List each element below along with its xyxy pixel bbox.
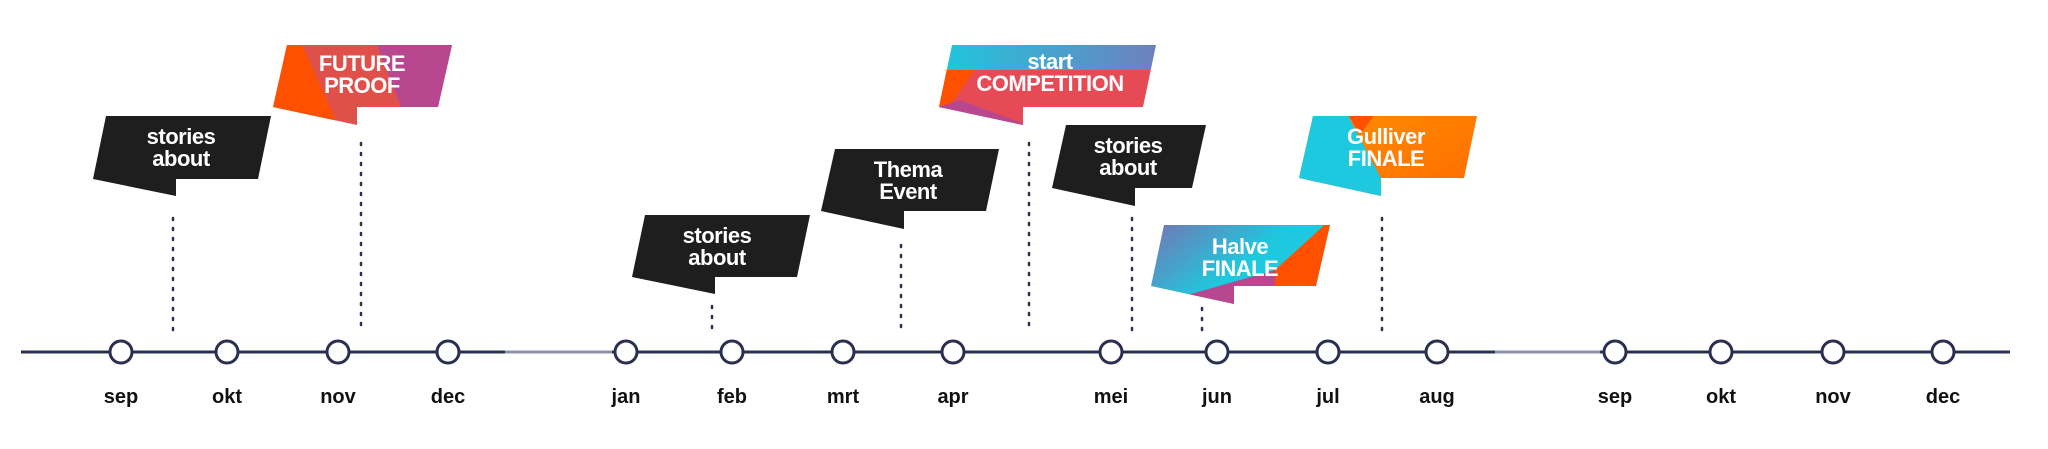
month-node: [1602, 339, 1628, 365]
month-label: jun: [1201, 386, 1232, 408]
month-node: [1315, 339, 1341, 365]
month-node: [1930, 339, 1956, 365]
month-label: dec: [431, 386, 465, 408]
flag-line2: about: [1099, 155, 1158, 180]
month-node: [1204, 339, 1230, 365]
month-node: [1708, 339, 1734, 365]
month-node: [1098, 339, 1124, 365]
flag-line1: start: [1027, 49, 1073, 74]
flag-line1: Halve: [1212, 234, 1268, 259]
month-node: [719, 339, 745, 365]
month-node: [325, 339, 351, 365]
flag-line1: stories: [1094, 133, 1163, 158]
month-node: [435, 339, 461, 365]
flag-line2: about: [152, 146, 211, 171]
month-label: nov: [320, 386, 356, 408]
month-node: [940, 339, 966, 365]
flag-line2: COMPETITION: [976, 71, 1123, 96]
month-label: aug: [1419, 386, 1455, 408]
month-node: [1820, 339, 1846, 365]
flag-line2: PROOF: [324, 73, 400, 98]
flag-line2: about: [688, 245, 747, 270]
month-node: [1424, 339, 1450, 365]
month-label: okt: [1706, 386, 1736, 408]
month-label: jan: [611, 386, 641, 408]
flag-line1: stories: [147, 124, 216, 149]
month-label: okt: [212, 386, 242, 408]
month-label: feb: [717, 386, 747, 408]
month-label: mrt: [827, 386, 860, 408]
month-label: dec: [1926, 386, 1960, 408]
month-label: sep: [104, 386, 138, 408]
month-label: jul: [1315, 386, 1339, 408]
month-node: [830, 339, 856, 365]
month-node: [613, 339, 639, 365]
flag-line2: FINALE: [1348, 146, 1424, 171]
month-label: nov: [1815, 386, 1851, 408]
flag-line2: Event: [879, 179, 938, 204]
month-label: apr: [937, 386, 968, 408]
month-label: sep: [1598, 386, 1632, 408]
month-node: [108, 339, 134, 365]
month-node: [214, 339, 240, 365]
flag-line1: stories: [683, 223, 752, 248]
flag-line2: FINALE: [1202, 256, 1278, 281]
flag-line1: Gulliver: [1347, 124, 1426, 149]
month-label: mei: [1094, 386, 1128, 408]
flag-line1: FUTURE: [319, 51, 405, 76]
flag-line1: Thema: [874, 157, 944, 182]
